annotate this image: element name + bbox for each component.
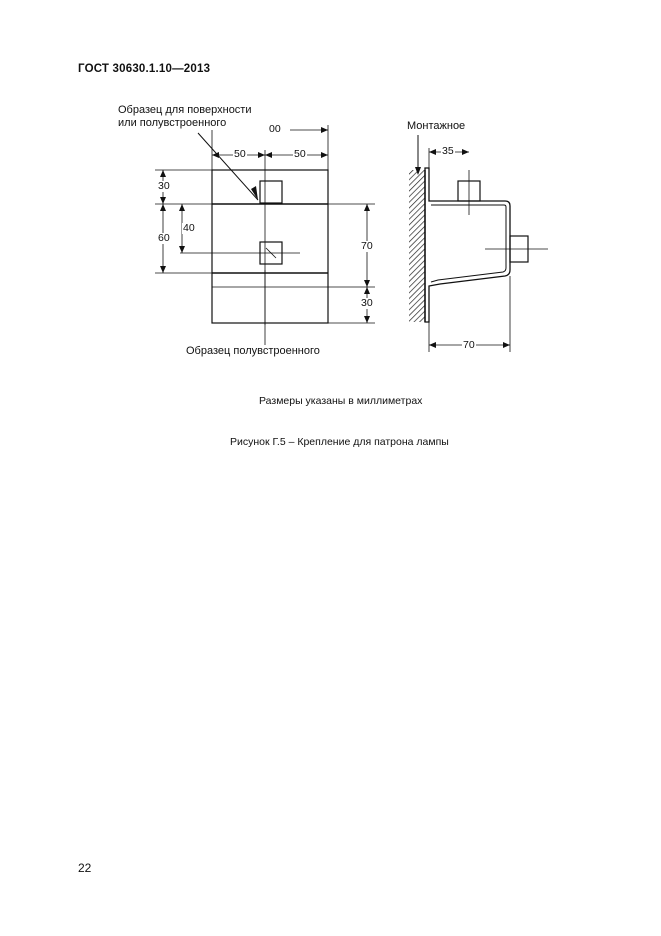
figure-caption: Рисунок Г.5 – Крепление для патрона ламп… bbox=[230, 436, 449, 448]
dim-bracket-top: 35 bbox=[441, 145, 455, 157]
dim-half-left: 50 bbox=[233, 148, 247, 160]
document-header: ГОСТ 30630.1.10—2013 bbox=[78, 63, 211, 75]
dim-total-width: 00 bbox=[268, 123, 282, 135]
page-number: 22 bbox=[78, 861, 92, 875]
bracket-profile bbox=[424, 167, 511, 323]
units-note: Размеры указаны в миллиметрах bbox=[259, 395, 423, 407]
upper-socket-square bbox=[259, 180, 283, 204]
label-sample-surface-line1: Образец для поверхности bbox=[118, 104, 252, 116]
dim-bracket-depth: 70 bbox=[462, 339, 476, 351]
wall-hatching bbox=[409, 170, 425, 322]
label-sample-semi-embedded: Образец полувстроенного bbox=[186, 345, 320, 357]
dim-right-height: 70 bbox=[360, 240, 374, 252]
front-panel-outline bbox=[211, 169, 329, 324]
label-mounting: Монтажное bbox=[407, 120, 466, 132]
dim-upper-inner: 40 bbox=[182, 222, 196, 234]
dim-bottom-section: 30 bbox=[360, 297, 374, 309]
dim-half-right: 50 bbox=[293, 148, 307, 160]
leader-surface-sample bbox=[197, 132, 259, 201]
dim-top-section: 30 bbox=[157, 180, 171, 192]
dim-upper-left: 60 bbox=[157, 232, 171, 244]
label-sample-surface-line2: или полувстроенного bbox=[118, 117, 227, 129]
